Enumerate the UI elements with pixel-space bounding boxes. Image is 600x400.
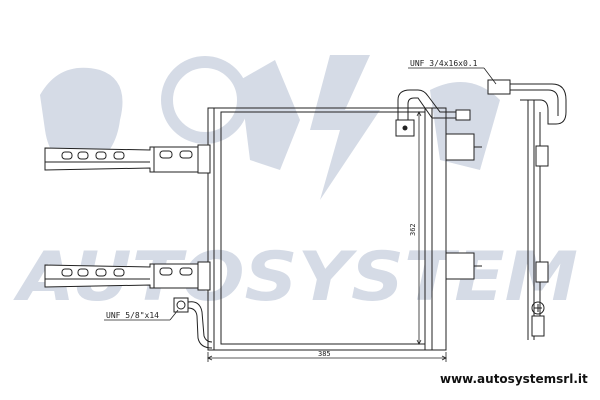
watermark-bolt: [310, 55, 380, 200]
watermark-logo: AUTOSYSTEM: [13, 55, 578, 317]
dimension-height: 362: [409, 223, 417, 236]
right-tank: [424, 107, 447, 351]
dimension-lines: [207, 111, 447, 362]
side-clip-lower: [535, 261, 549, 283]
lower-bracket: [44, 261, 211, 291]
watermark-figure-left: [40, 67, 123, 170]
bottom-fitting-label: UNF 5/8"x14: [106, 311, 159, 320]
watermark-figure-mid: [240, 60, 300, 170]
watermark-gear: [161, 56, 249, 144]
website-url[interactable]: www.autosystemsrl.it: [440, 372, 588, 386]
side-clip-upper: [535, 145, 549, 167]
top-fitting-callout: [408, 67, 497, 85]
dimension-width: 385: [318, 350, 331, 358]
upper-bracket: [44, 144, 211, 174]
outlet-pipe: [173, 297, 213, 349]
right-side-brackets: [445, 133, 482, 280]
inlet-pipe: [395, 89, 471, 137]
condenser-core: [207, 107, 447, 351]
bottom-fitting-callout: [104, 309, 179, 321]
top-fitting-label: UNF 3/4x16x0.1: [410, 59, 478, 68]
side-view: [487, 79, 567, 340]
